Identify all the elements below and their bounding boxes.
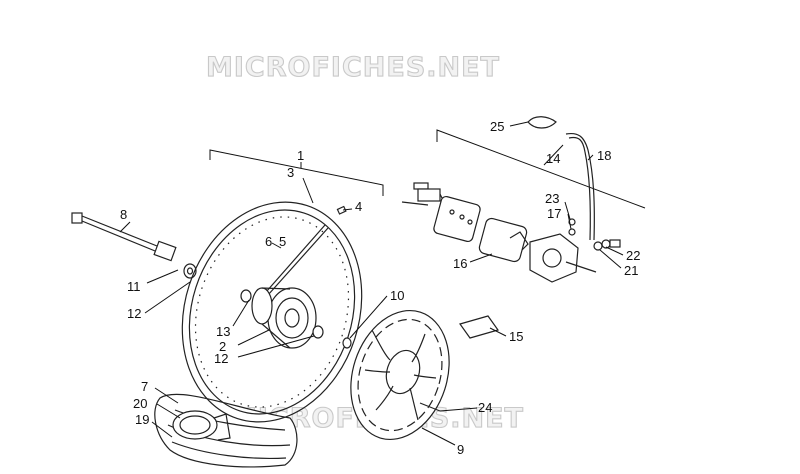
leader-lines: [119, 121, 624, 446]
brake-pads-part: [433, 195, 528, 263]
callout-8: 8: [120, 207, 127, 222]
wheel-rim-part: [181, 201, 363, 423]
callout-13: 13: [216, 324, 230, 339]
brake-disc-part: [350, 309, 450, 441]
callout-17: 17: [547, 206, 561, 221]
callout-9: 9: [457, 442, 464, 457]
callout-25: 25: [490, 119, 504, 134]
inner-tube-part: [172, 410, 231, 441]
banjo-bolt-part: [593, 239, 621, 251]
shim-plate-part: [459, 315, 499, 339]
wheel-group-bracket: [209, 149, 384, 196]
callout-11: 11: [127, 279, 141, 294]
hub-part: [251, 287, 317, 349]
spoke-nipple-part: [336, 205, 347, 215]
brake-group-bracket: [436, 129, 646, 209]
callout-5: 5: [279, 234, 286, 249]
callout-3: 3: [287, 165, 294, 180]
callout-15: 15: [509, 329, 523, 344]
callout-4: 4: [355, 199, 362, 214]
callout-7: 7: [141, 379, 148, 394]
callout-23: 23: [545, 191, 559, 206]
callout-19: 19: [135, 412, 149, 427]
callout-labels: 1 3 4 8 6 5 11 12 13 2 12 10 7 20 19 25 …: [120, 119, 640, 457]
hub-bearing-part: [240, 289, 324, 339]
callout-10: 10: [390, 288, 404, 303]
watermark-top: MICROFICHES.NET: [206, 52, 500, 83]
callout-14: 14: [546, 151, 560, 166]
callout-20: 20: [133, 396, 147, 411]
callout-24: 24: [478, 400, 492, 415]
callout-21: 21: [624, 263, 638, 278]
callout-6: 6: [265, 234, 272, 249]
callout-12-lower: 12: [214, 351, 228, 366]
pad-spring-part: [509, 231, 529, 251]
callout-1: 1: [297, 148, 304, 163]
brake-caliper-part: [529, 233, 597, 283]
spokes-part: [265, 224, 329, 296]
spacer-tube-part: [342, 337, 352, 349]
clip-part: [527, 116, 557, 129]
callout-12-upper: 12: [127, 306, 141, 321]
bleed-valve-part: [568, 218, 576, 236]
disc-bolt-part: [419, 402, 441, 412]
pad-retainer-part: [401, 182, 449, 211]
callout-18: 18: [597, 148, 611, 163]
callout-16: 16: [453, 256, 467, 271]
axle-part: [71, 212, 177, 262]
brake-hose-part: [565, 132, 595, 241]
callout-22: 22: [626, 248, 640, 263]
callout-2: 2: [219, 339, 226, 354]
